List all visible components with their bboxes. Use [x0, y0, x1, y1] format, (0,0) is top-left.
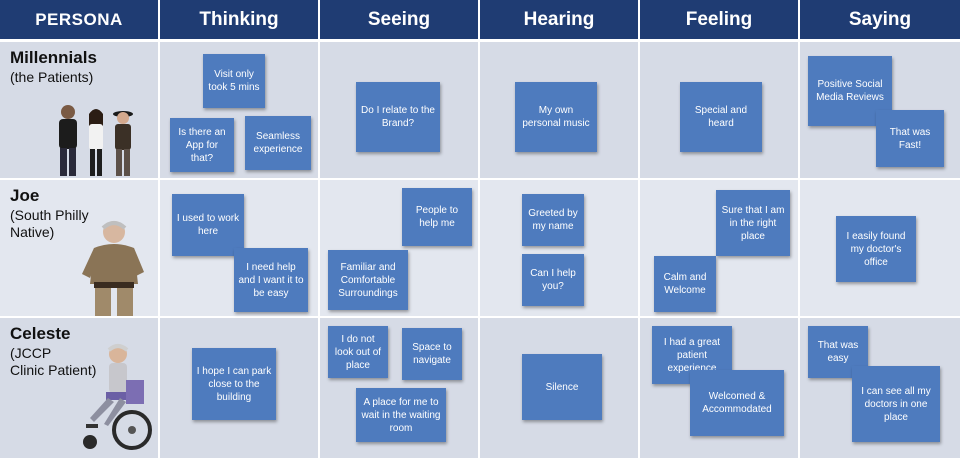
cell-joe-saying: I easily found my doctor's office — [800, 180, 960, 318]
persona-millennials: Millennials (the Patients) — [0, 42, 160, 180]
persona-name: Millennials — [10, 48, 97, 67]
sticky-note: Visit only took 5 mins — [203, 54, 265, 108]
sticky-note: Do I relate to the Brand? — [356, 82, 440, 152]
persona-celeste: Celeste (JCCP Clinic Patient) — [0, 318, 160, 460]
sticky-note: I can see all my doctors in one place — [852, 366, 940, 442]
cell-millennials-thinking: Visit only took 5 mins Is there an App f… — [160, 42, 320, 180]
sticky-note: Space to navigate — [402, 328, 462, 380]
header-seeing: Seeing — [320, 0, 480, 42]
sticky-note: My own personal music — [515, 82, 597, 152]
header-persona: PERSONA — [0, 0, 160, 42]
cell-joe-hearing: Greeted by my name Can I help you? — [480, 180, 640, 318]
millennials-photo — [59, 105, 133, 176]
persona-subtitle-line: (South Philly — [10, 207, 89, 223]
sticky-note: I need help and I want it to be easy — [234, 248, 308, 312]
sticky-note: I easily found my doctor's office — [836, 216, 916, 282]
sticky-note: Special and heard — [680, 82, 762, 152]
header-thinking: Thinking — [160, 0, 320, 42]
cell-millennials-feeling: Special and heard — [640, 42, 800, 180]
cell-celeste-hearing: Silence — [480, 318, 640, 460]
sticky-note: Seamless experience — [245, 116, 311, 170]
persona-name: Joe — [10, 186, 40, 205]
sticky-note: Silence — [522, 354, 602, 420]
sticky-note: I hope I can park close to the building — [192, 348, 276, 420]
sticky-note: Greeted by my name — [522, 194, 584, 246]
cell-celeste-seeing: I do not look out of place Space to navi… — [320, 318, 480, 460]
persona-subtitle: (the Patients) — [10, 69, 94, 85]
cell-millennials-seeing: Do I relate to the Brand? — [320, 42, 480, 180]
sticky-note: A place for me to wait in the waiting ro… — [356, 388, 446, 442]
persona-subtitle: (South Philly Native) — [10, 207, 89, 241]
sticky-note: I do not look out of place — [328, 326, 388, 378]
cell-millennials-hearing: My own personal music — [480, 42, 640, 180]
header-hearing: Hearing — [480, 0, 640, 42]
sticky-note: People to help me — [402, 188, 472, 246]
persona-subtitle-line: Native) — [10, 224, 55, 240]
sticky-note: Can I help you? — [522, 254, 584, 306]
cell-celeste-thinking: I hope I can park close to the building — [160, 318, 320, 460]
sticky-note: Welcomed & Accommodated — [690, 370, 784, 436]
celeste-photo — [83, 344, 152, 450]
header-saying: Saying — [800, 0, 960, 42]
header-feeling: Feeling — [640, 0, 800, 42]
persona-subtitle: (JCCP Clinic Patient) — [10, 345, 96, 379]
cell-millennials-saying: Positive Social Media Reviews That was F… — [800, 42, 960, 180]
sticky-note: Familiar and Comfortable Surroundings — [328, 250, 408, 310]
persona-joe: Joe (South Philly Native) — [0, 180, 160, 318]
cell-joe-feeling: Sure that I am in the right place Calm a… — [640, 180, 800, 318]
cell-celeste-saying: That was easy I can see all my doctors i… — [800, 318, 960, 460]
sticky-note: That was Fast! — [876, 110, 944, 167]
sticky-note: Sure that I am in the right place — [716, 190, 790, 256]
cell-celeste-feeling: I had a great patient experience Welcome… — [640, 318, 800, 460]
joe-photo — [82, 221, 144, 316]
persona-name: Celeste — [10, 324, 71, 343]
persona-subtitle-line: (JCCP — [10, 345, 52, 361]
persona-subtitle-line: Clinic Patient) — [10, 362, 97, 378]
cell-joe-seeing: People to help me Familiar and Comfortab… — [320, 180, 480, 318]
sticky-note: I used to work here — [172, 194, 244, 256]
sticky-note: Calm and Welcome — [654, 256, 716, 312]
sticky-note: Is there an App for that? — [170, 118, 234, 172]
cell-joe-thinking: I used to work here I need help and I wa… — [160, 180, 320, 318]
